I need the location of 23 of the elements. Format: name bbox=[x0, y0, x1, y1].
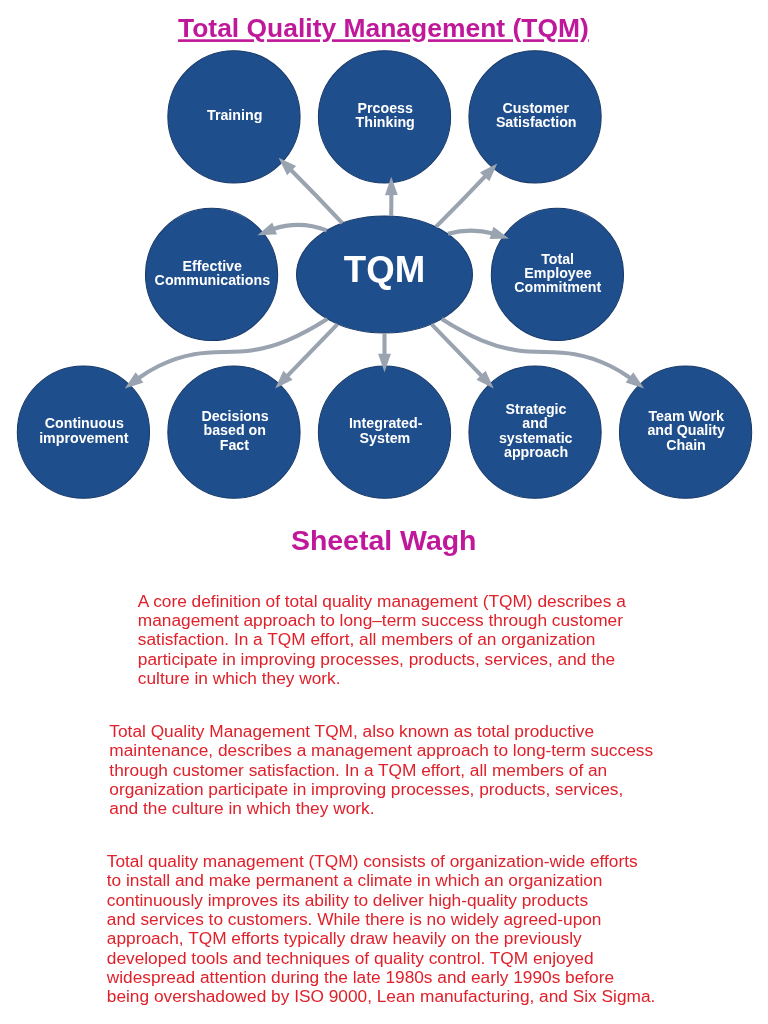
label: Sheetal Wagh bbox=[290, 523, 477, 556]
node-circle: Team Work and Quality Chain bbox=[618, 365, 752, 499]
arrow bbox=[440, 316, 644, 388]
label: A core definition of total quality management (TQM) describes a management approach to long–term success through customer satisfaction. In a TQM effort, all members of an organization participate in improving processes, products, services, and the culture in which they work. bbox=[137, 590, 626, 688]
arrow bbox=[429, 322, 494, 388]
node-circle: Prcoess Thinking bbox=[317, 49, 451, 183]
arrow bbox=[257, 221, 327, 235]
arrow bbox=[384, 176, 398, 216]
label: Total quality management (TQM) consists of organization-wide efforts to install and make permanent a climate in which an organization continuously improves its ability to deliver high-quality products and services to customers. While there is no widely agreed-upon approach, TQM efforts typically draw heavily on the previously developed tools and techniques of quality control. TQM enjoyed widespread attention during the late 1980s and early 1990s before being overshadowed by ISO 9000, Lean manufacturing, and Six Sigma. bbox=[106, 850, 655, 1006]
arrow bbox=[278, 157, 344, 225]
arrow bbox=[274, 322, 339, 388]
label: Total Quality Management TQM, also known as total productive maintenance, describes a management approach to long-term success through customer satisfaction. In a TQM effort, all members of an organization participate in improving processes, products, services, and the culture in which they work. bbox=[108, 720, 653, 818]
arrow bbox=[433, 162, 497, 228]
node-ellipse: TQM bbox=[295, 215, 473, 333]
node-circle: Integrated-System bbox=[317, 365, 451, 499]
arrow bbox=[447, 226, 509, 239]
node-circle: Training bbox=[166, 49, 301, 183]
node-circle: Decisions based on Fact bbox=[166, 365, 301, 499]
node-circle: Continuous improvement bbox=[16, 365, 150, 499]
node-circle: Strategic and systematic approach bbox=[467, 365, 602, 499]
diagram-title: Total Quality Management (TQM) bbox=[177, 12, 589, 43]
arrow bbox=[124, 316, 328, 388]
arrow bbox=[377, 332, 391, 372]
